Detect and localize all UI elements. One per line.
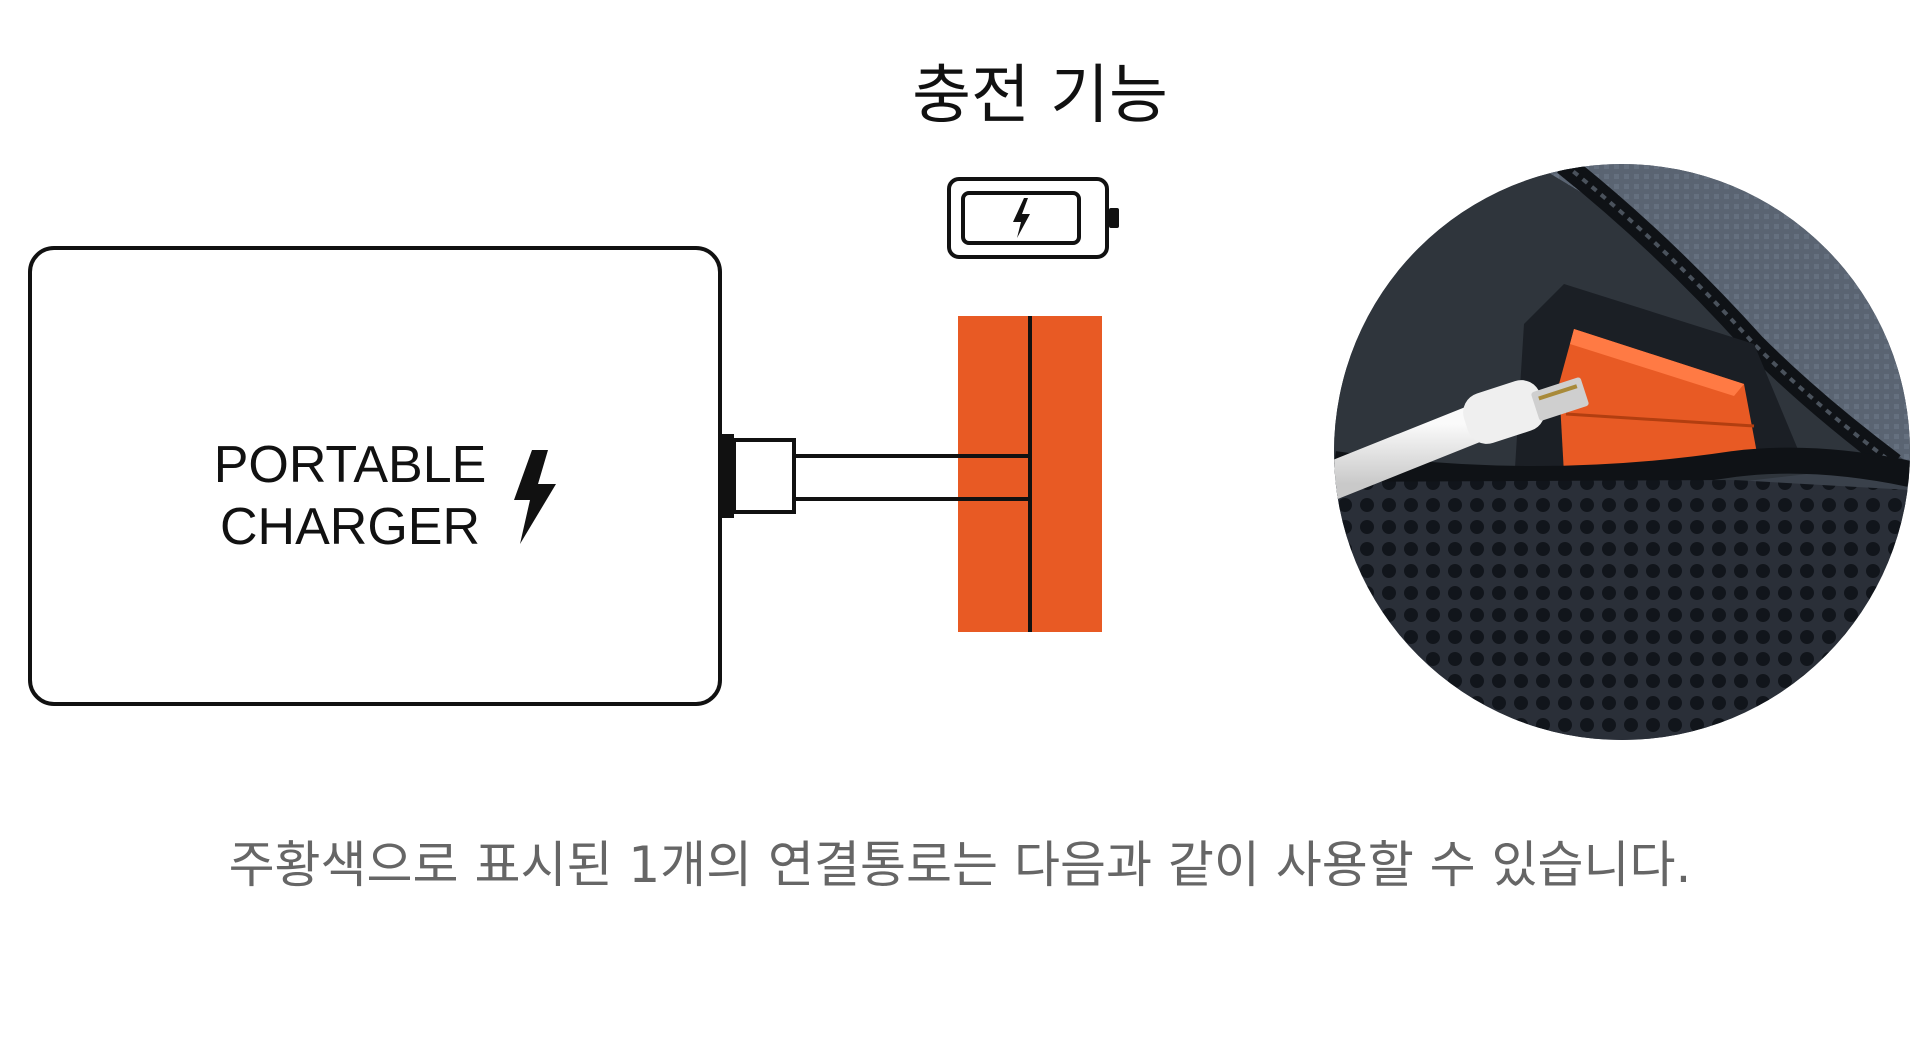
usb-cable [720,434,1036,518]
charger-label-line2: CHARGER [219,498,481,556]
page-title: 충전 기능 [912,59,1168,133]
portable-charger-label: PORTABLE CHARGER [210,434,490,558]
caption-text: 주황색으로 표시된 1개의 연결통로는 다음과 같이 사용할 수 있습니다. [228,836,1692,894]
product-photo [1334,164,1910,740]
orange-connection-passage [958,316,1102,632]
battery-charging-icon [947,177,1119,259]
charger-label-line1: PORTABLE [213,436,487,494]
lightning-bolt-icon [514,450,556,544]
